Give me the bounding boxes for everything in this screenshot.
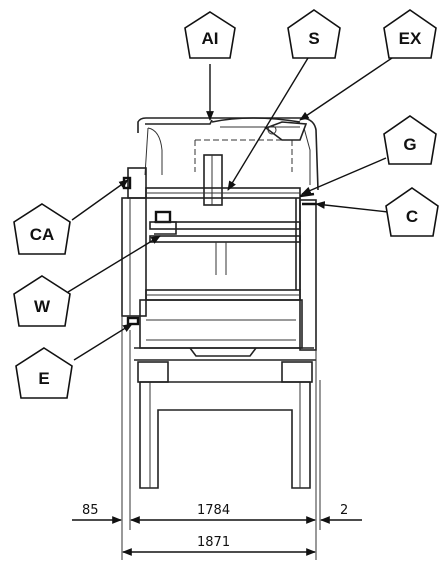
callout-ex: EX [383,9,437,59]
machine-body [121,117,319,489]
dimension-2: 2 [320,503,362,524]
callout-e: E [15,347,73,399]
callout-ca-label: CA [30,225,55,244]
callout-ai-label: AI [202,29,219,48]
callout-w: W [13,275,71,327]
callout-ca: CA [13,203,71,255]
callout-s-label: S [308,29,319,48]
callout-g-label: G [403,135,416,154]
callout-c-label: C [406,207,418,226]
dimension-1784: 1784 [130,503,316,524]
callout-w-label: W [34,297,51,316]
extension-lines [121,316,321,560]
callout-leaders [67,57,393,361]
callout-e-label: E [38,369,49,388]
callout-s: S [287,9,341,59]
dimension-1871: 1871 [122,535,316,556]
dimension-label-2: 2 [340,503,348,518]
callout-c: C [385,187,439,237]
dimension-label-1871: 1871 [197,535,230,550]
dimension-label-85: 85 [82,503,99,518]
callout-ai: AI [184,11,236,59]
callout-ex-label: EX [399,29,422,48]
dimension-85: 85 [72,503,122,524]
callout-g: G [383,115,437,165]
dimension-label-1784: 1784 [197,503,230,518]
